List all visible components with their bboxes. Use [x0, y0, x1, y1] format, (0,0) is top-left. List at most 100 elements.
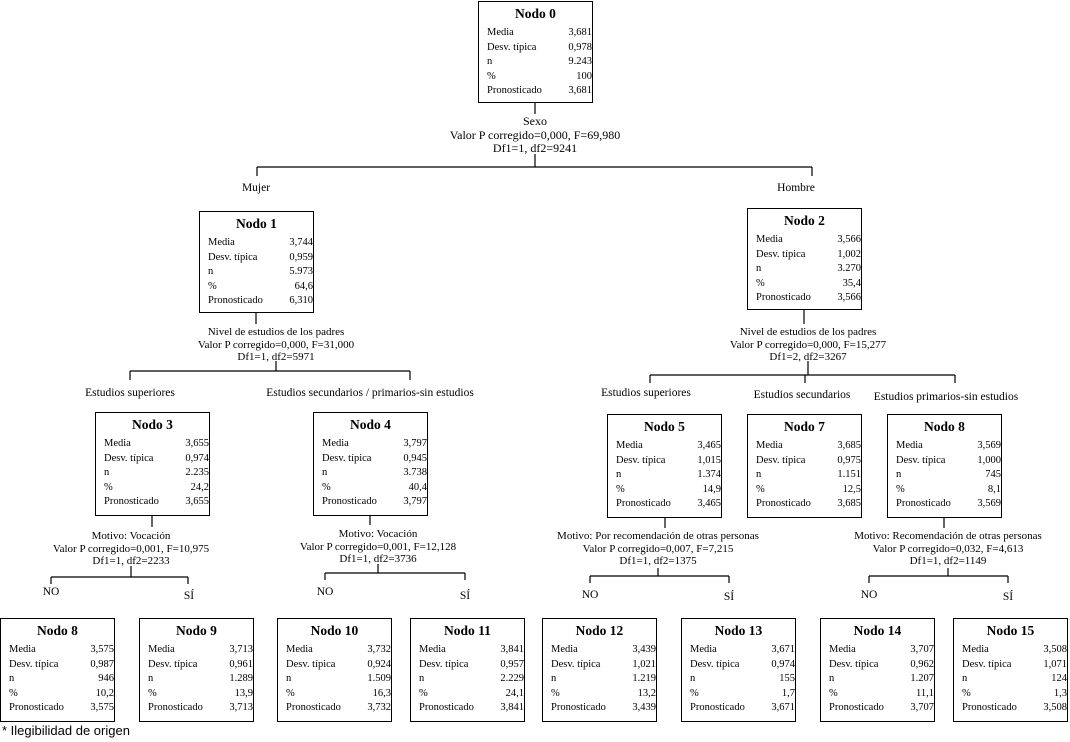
branch-label: Estudios superiores: [601, 387, 691, 399]
node-stat-row: %1,7: [682, 687, 795, 702]
stat-label: Desv. típica: [962, 658, 1012, 670]
stat-value: 0,945: [403, 452, 427, 464]
stat-value: 3,508: [1043, 644, 1067, 655]
stat-label: n: [551, 673, 557, 685]
stat-label: Media: [896, 440, 923, 451]
stat-label: Media: [322, 438, 349, 449]
stat-value: 0,957: [500, 658, 524, 670]
stat-label: Desv. típica: [756, 248, 806, 260]
stat-value: 3,744: [289, 237, 313, 248]
node-stat-row: %40,4: [314, 481, 427, 496]
stat-label: n: [148, 673, 154, 685]
node-stat-row: %35,4: [748, 277, 861, 292]
node-stat-row: %64,6: [200, 280, 313, 295]
stat-value: 1,3: [1053, 687, 1067, 699]
node-stat-row: n 3.738: [314, 466, 427, 481]
stat-label: Pronosticado: [419, 702, 474, 714]
branch-label: NO: [42, 586, 60, 598]
stat-value: 1.509: [367, 673, 391, 685]
stat-value: 124: [1051, 673, 1067, 685]
split-df: Df1=1, df2=1375: [619, 555, 697, 567]
node-title: Nodo 2: [784, 213, 825, 228]
stat-value: 3,439: [632, 644, 656, 655]
stat-value: 3,713: [229, 644, 253, 655]
stat-value: 2.235: [185, 467, 209, 479]
stat-value: 1.207: [910, 673, 934, 685]
node-stat-row: Media 3,744: [200, 236, 313, 251]
node-stat-row: Media 3,732: [278, 643, 391, 658]
split-p: Valor P corregido=0,000, F=15,277: [729, 338, 887, 351]
stat-value: 3,569: [977, 498, 1001, 510]
stat-label: %: [487, 70, 496, 82]
branch-label: SÍ: [1002, 591, 1014, 603]
stat-value: 0,978: [568, 41, 592, 53]
stat-value: 8,1: [987, 483, 1001, 495]
stat-label: Pronosticado: [756, 292, 811, 304]
stat-value: 0,959: [289, 251, 313, 263]
node-stat-row: %13,9: [140, 687, 253, 702]
split-df: Df1=1, df2=5971: [237, 351, 315, 363]
node-stat-row: %8,1: [888, 483, 1001, 498]
node-stat-row: %14,9: [608, 483, 721, 498]
stat-value: 3,465: [697, 440, 721, 451]
stat-label: %: [286, 687, 295, 699]
node-title: Nodo 8: [37, 623, 78, 638]
split-var: Motivo: Vocación: [91, 530, 171, 542]
stat-value: 3,569: [977, 440, 1001, 451]
stat-label: Media: [104, 438, 131, 449]
stat-value: 0,975: [837, 454, 861, 466]
stat-label: n: [690, 673, 696, 685]
stat-value: 3,732: [367, 644, 391, 655]
stat-label: n: [286, 673, 292, 685]
stat-label: Desv. típica: [104, 452, 154, 464]
stat-label: %: [419, 687, 428, 699]
node-title: Nodo 14: [853, 623, 902, 638]
stat-value: 1,002: [837, 248, 861, 260]
stat-value: 0,961: [229, 658, 253, 670]
node-title: Nodo 5: [644, 419, 685, 434]
stat-label: n: [322, 467, 328, 479]
stat-label: Media: [286, 644, 313, 655]
stat-label: Media: [208, 237, 235, 248]
split-df: Df1=1, df2=9241: [492, 141, 578, 155]
split-var: Nivel de estudios de los padres: [207, 326, 345, 338]
stat-label: n: [487, 56, 493, 68]
stat-value: 0,974: [771, 658, 795, 670]
node-stat-row: %11,1: [821, 687, 934, 702]
stat-label: Pronosticado: [104, 496, 159, 508]
node-stat-row: %100: [479, 70, 592, 85]
stat-value: 3,797: [403, 496, 427, 508]
stat-value: 1.374: [697, 469, 721, 481]
stat-label: Pronosticado: [829, 702, 884, 714]
stat-label: Pronosticado: [896, 498, 951, 510]
stat-value: 3.738: [403, 467, 427, 479]
